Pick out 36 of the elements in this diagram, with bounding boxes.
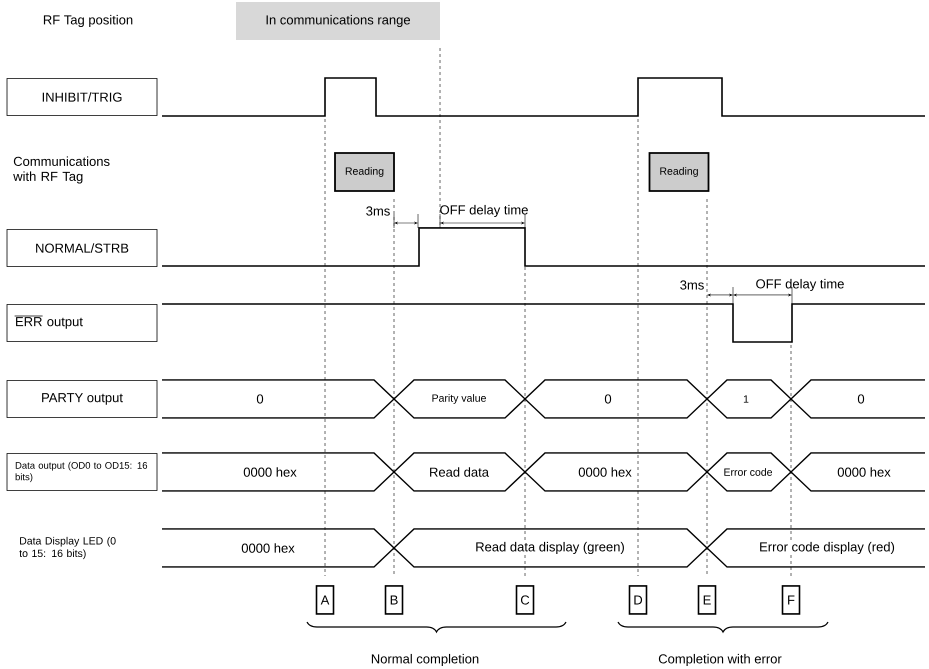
signal-label-box: NORMAL/STRB (6, 229, 158, 267)
group-caption: Normal completion (372, 654, 478, 666)
marker-letter: A (316, 585, 334, 615)
reading-box: Reading (648, 152, 710, 192)
marker-letter: F (782, 585, 800, 615)
group-caption: Completion with error (658, 654, 782, 666)
bus-value: 0000 hex (242, 466, 298, 478)
dimension-label: 3ms (366, 206, 390, 216)
bus-value: Error code (722, 467, 774, 477)
signal-label-box: Data output (OD0 to OD15: 16 bits) (6, 453, 158, 491)
bus-value: Read data display (green) (474, 540, 626, 556)
bus-value: Read data (428, 466, 490, 478)
text-label: RF Tag position (44, 14, 132, 28)
marker-letter: E (698, 585, 716, 615)
bus-value: 0000 hex (240, 542, 296, 554)
bus-value: Error code display (red) (758, 540, 896, 556)
reading-box: Reading (334, 152, 395, 192)
marker-letter: D (628, 585, 648, 615)
signal-name: Communications with RF Tag (13, 156, 110, 184)
signal-label-box: PARTY output (6, 380, 158, 418)
bus-value: 0000 hex (577, 466, 633, 478)
signal-label-box: ERR output (6, 304, 158, 342)
bus-value: 0 (603, 393, 613, 405)
marker-letter: B (384, 585, 404, 615)
range-box: In communications range (236, 2, 440, 40)
bus-value: 0 (255, 393, 265, 405)
dimension-label: OFF delay time (440, 204, 528, 218)
bus-value: 1 (742, 394, 750, 404)
signal-label-box: INHIBIT/TRIG (6, 78, 158, 116)
dimension-label: OFF delay time (756, 278, 844, 292)
dimension-label: 3ms (680, 280, 704, 290)
signal-name: Data Display LED (0 to 15: 16 bits) (19, 536, 116, 560)
bus-value: Parity value (430, 393, 488, 405)
bus-value: 0 (856, 393, 866, 405)
bus-value: 0000 hex (836, 466, 892, 478)
marker-letter: C (516, 585, 534, 615)
